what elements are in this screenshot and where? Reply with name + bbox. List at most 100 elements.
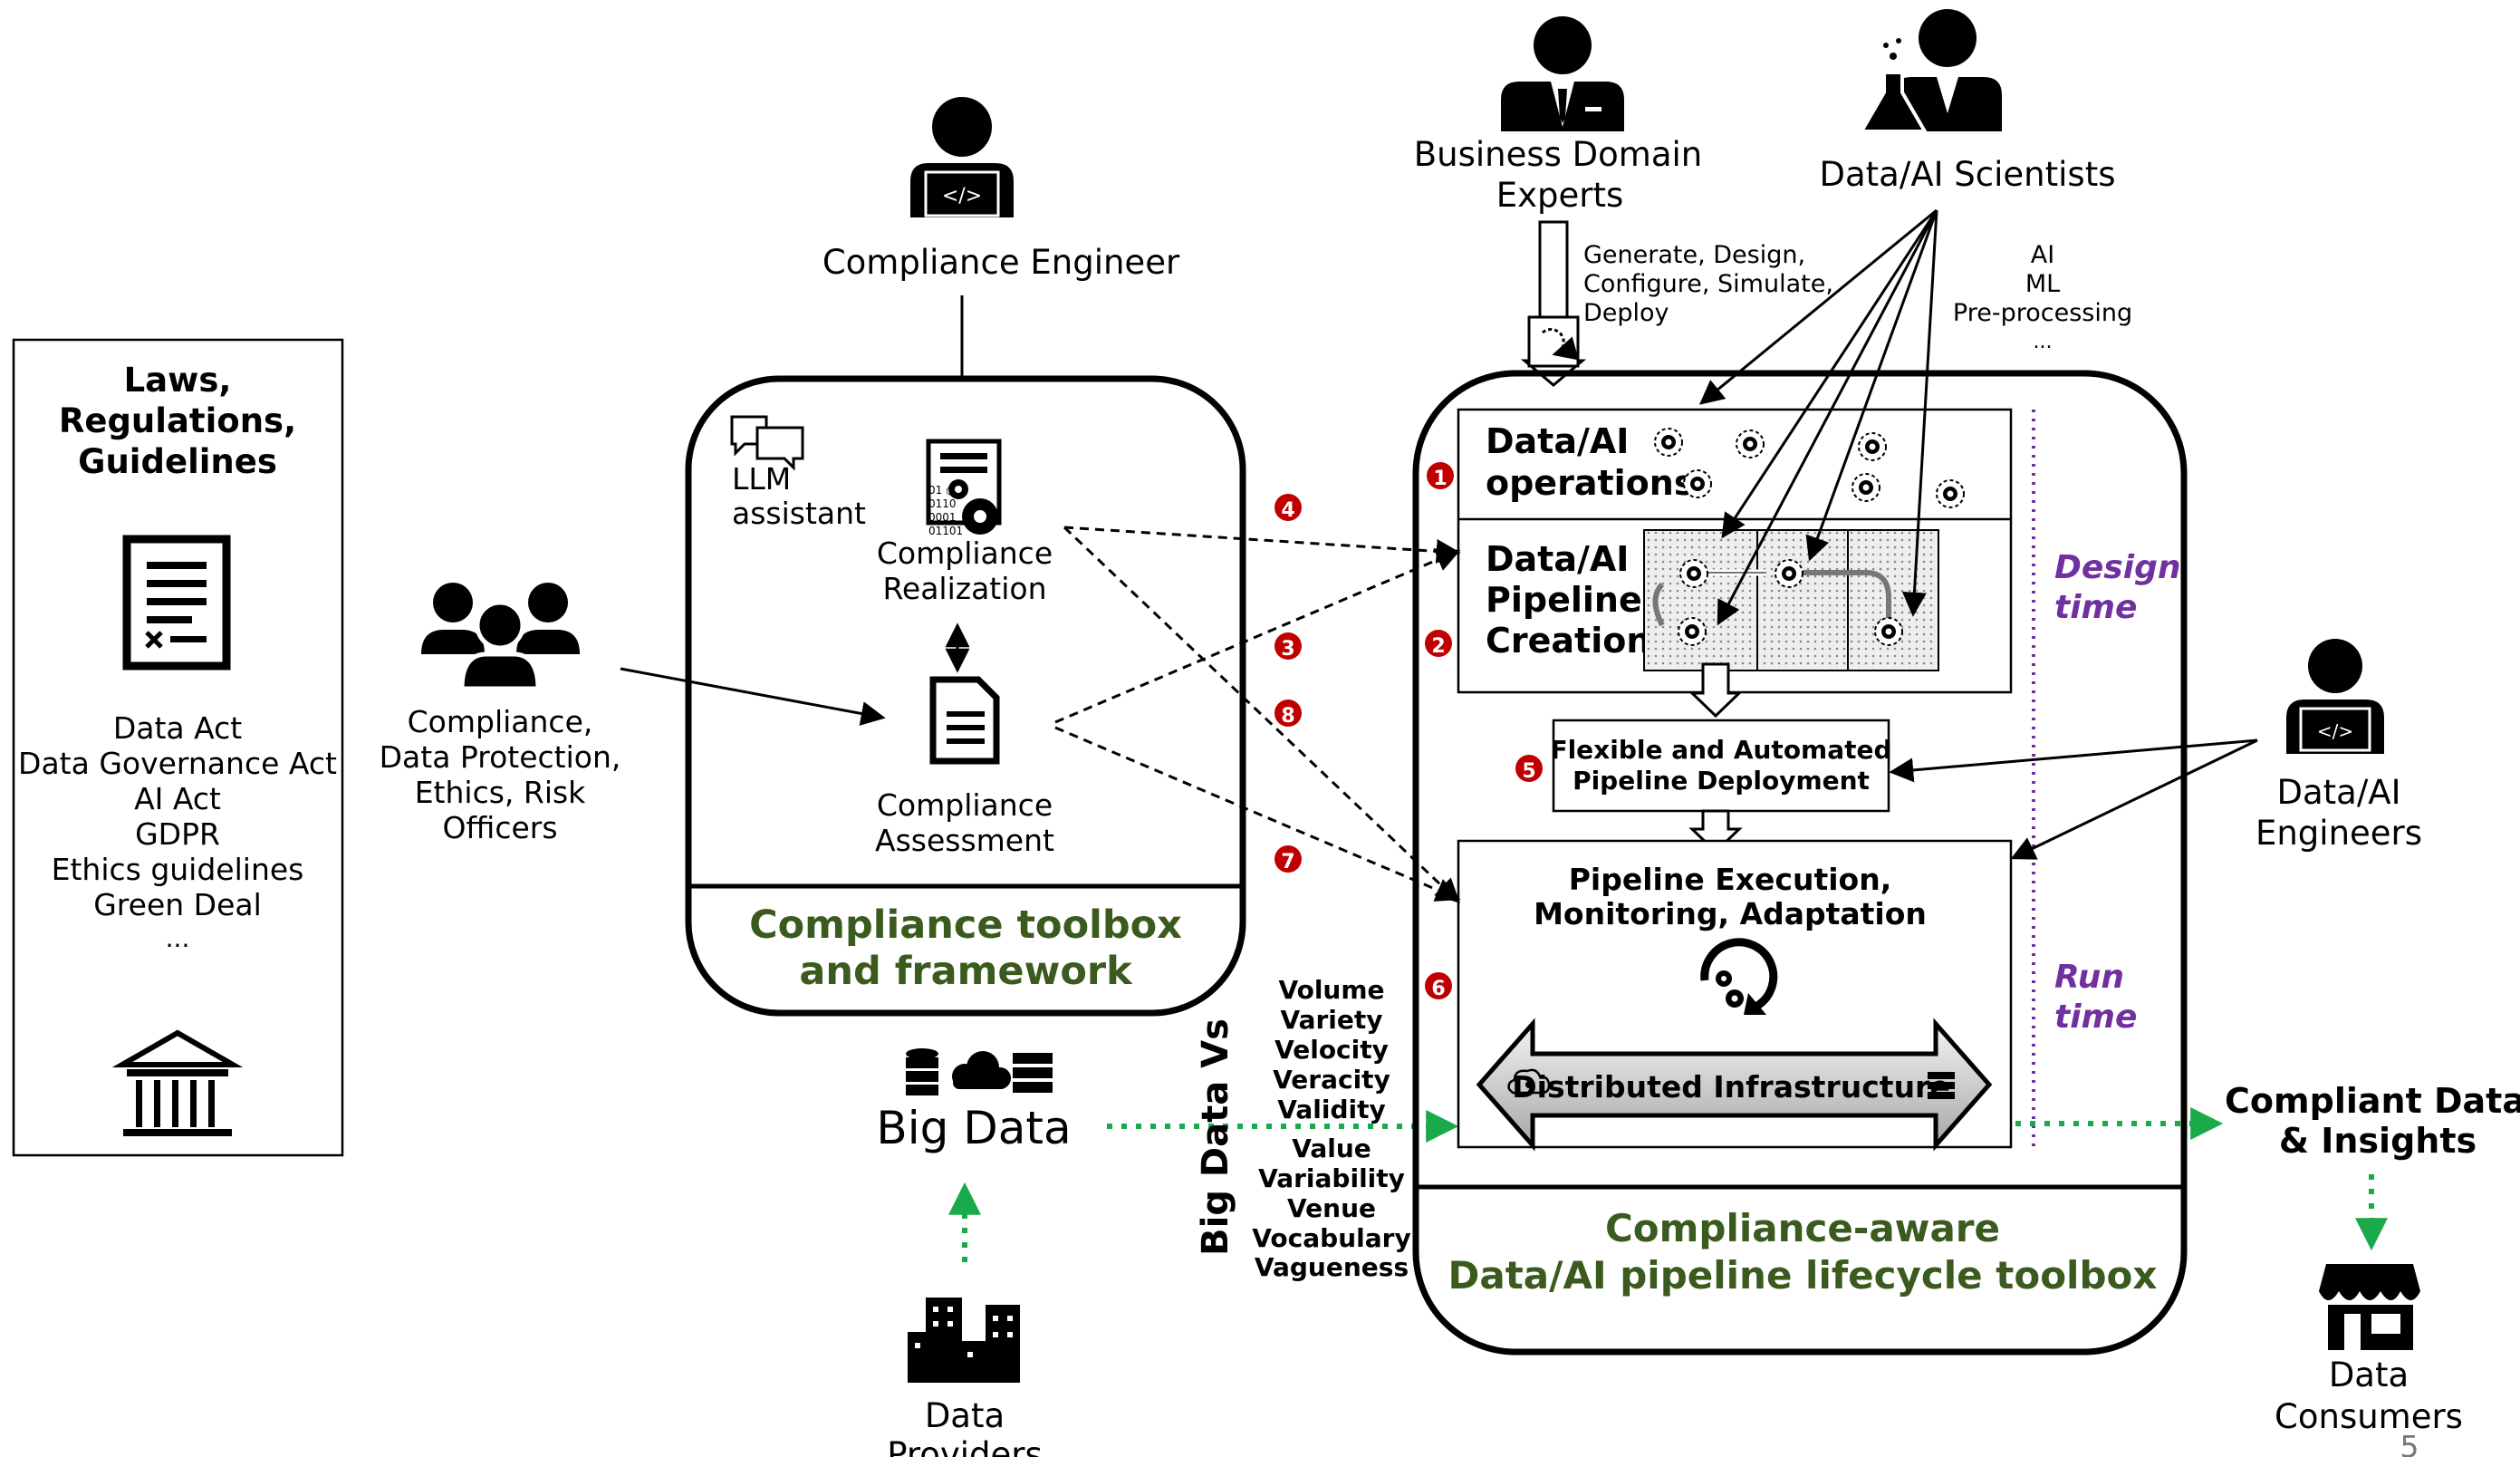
v-item: Validity xyxy=(1277,1095,1386,1124)
svg-text:AI: AI xyxy=(2031,241,2054,269)
laws-title-3: Guidelines xyxy=(78,442,277,481)
buildings-icon xyxy=(908,1298,1020,1383)
adaptation-cycle-icon xyxy=(1700,938,1778,1015)
law-item: ... xyxy=(166,923,190,953)
step-marker-5: 5 xyxy=(1515,755,1543,783)
svg-text:Pre-processing: Pre-processing xyxy=(1953,299,2132,327)
svg-text:...: ... xyxy=(2034,331,2053,353)
actions-note: Generate, Design, Configure, Simulate, D… xyxy=(1583,241,1833,327)
law-item: GDPR xyxy=(135,816,220,852)
svg-text:Generate, Design,: Generate, Design, xyxy=(1583,241,1805,269)
deploy-big-arrow xyxy=(1520,220,1587,387)
operations-label-1: Data/AI xyxy=(1486,421,1629,461)
svg-text:Deploy: Deploy xyxy=(1583,299,1669,327)
svg-text:</>: </> xyxy=(2317,720,2353,742)
design-time-label-1: Design xyxy=(2054,549,2180,586)
laws-box: Laws, Regulations, Guidelines Data Act D… xyxy=(12,338,344,1157)
compliance-assessment-icon xyxy=(929,676,1000,765)
step-marker-8: 8 xyxy=(1274,700,1302,728)
law-item: Data Governance Act xyxy=(18,746,337,781)
svg-text:Configure, Simulate,: Configure, Simulate, xyxy=(1583,270,1833,298)
law-item: AI Act xyxy=(134,781,221,816)
officers-label: Compliance, Data Protection, Ethics, Ris… xyxy=(380,704,621,845)
page-number: 5 xyxy=(2400,1429,2419,1457)
v-item: Venue xyxy=(1287,1193,1376,1223)
scientist-icon xyxy=(1858,9,2002,133)
svg-text:2: 2 xyxy=(1431,635,1445,658)
compliance-engineer-icon: </> xyxy=(910,97,1014,217)
ai-note: AI ML Pre-processing ... xyxy=(1953,241,2132,353)
svg-text:5: 5 xyxy=(1522,760,1535,783)
svg-text:Ethics, Risk: Ethics, Risk xyxy=(415,775,586,810)
laws-title-1: Laws, xyxy=(124,361,232,400)
pipeline-creation-label-2: Pipeline xyxy=(1486,580,1642,620)
data-providers-label-2: Providers xyxy=(887,1435,1043,1457)
output-label-1: Compliant Data xyxy=(2225,1081,2520,1121)
output-label-2: & Insights xyxy=(2279,1121,2477,1161)
engineers-label-1: Data/AI xyxy=(2276,773,2400,812)
v-item: Vocabulary xyxy=(1252,1223,1410,1253)
institution-icon xyxy=(111,1029,244,1136)
data-providers-label-1: Data xyxy=(925,1396,1005,1435)
cloud-icon xyxy=(952,1051,1011,1089)
document-icon xyxy=(122,535,231,671)
execution-label-2: Monitoring, Adaptation xyxy=(1534,896,1927,931)
lifecycle-toolbox: Data/AI operations Data/AI Pipeline Crea… xyxy=(1412,370,2188,1356)
compliance-engineer-label: Compliance Engineer xyxy=(822,243,1180,282)
svg-text:Data Protection,: Data Protection, xyxy=(380,739,621,775)
database-icon xyxy=(906,1048,938,1095)
laws-list: Data Act Data Governance Act AI Act GDPR… xyxy=(18,710,337,953)
execution-label-1: Pipeline Execution, xyxy=(1569,862,1892,897)
consumers-label-1: Data xyxy=(2329,1356,2409,1394)
design-time-label-2: time xyxy=(2054,589,2137,626)
deployment-label-1: Flexible and Automated xyxy=(1550,735,1891,765)
compliance-toolbox: LLM assistant 01 ○ 0110 0001 01101 Compl… xyxy=(685,375,1246,1017)
compliance-dashed-arrows xyxy=(1054,526,1461,903)
svg-text:4: 4 xyxy=(1281,499,1294,522)
business-experts-label-2: Experts xyxy=(1496,176,1624,215)
svg-text:0110: 0110 xyxy=(928,497,957,510)
v-item: Velocity xyxy=(1274,1035,1389,1065)
v-item: Variety xyxy=(1280,1005,1382,1035)
svg-text:8: 8 xyxy=(1281,705,1294,728)
down-arrow-1 xyxy=(1688,662,1743,719)
big-data-label: Big Data xyxy=(876,1102,1071,1154)
engineer-icon: </> xyxy=(2286,639,2384,754)
lifecycle-title-2: Data/AI pipeline lifecycle toolbox xyxy=(1448,1253,2158,1298)
svg-text:Compliance,: Compliance, xyxy=(408,704,593,739)
pipeline-creation-label-1: Data/AI xyxy=(1486,539,1629,579)
llm-label-2: assistant xyxy=(732,496,866,531)
run-time-label-1: Run xyxy=(2054,959,2124,996)
big-data-vs-list: Volume Variety Velocity Veracity Validit… xyxy=(1252,975,1410,1282)
svg-text:1: 1 xyxy=(1433,468,1447,490)
realization-label-2: Realization xyxy=(882,571,1046,606)
llm-label-1: LLM xyxy=(732,461,791,497)
compliance-toolbox-title-2: and framework xyxy=(799,949,1133,994)
business-expert-icon xyxy=(1501,16,1624,131)
shop-icon xyxy=(2319,1264,2420,1350)
scientists-label: Data/AI Scientists xyxy=(1820,155,2116,194)
step-marker-2: 2 xyxy=(1425,630,1452,658)
big-data-vs-title: Big Data Vs xyxy=(1195,1018,1236,1256)
step-marker-7: 7 xyxy=(1274,845,1302,873)
step-marker-6: 6 xyxy=(1425,972,1452,1000)
big-data-icons xyxy=(906,1048,1053,1095)
consumers-label-2: Consumers xyxy=(2275,1397,2463,1436)
v-item: Volume xyxy=(1278,975,1384,1005)
pipeline-creation-label-3: Creation xyxy=(1486,621,1650,661)
svg-text:01 ○: 01 ○ xyxy=(928,484,956,497)
svg-text:7: 7 xyxy=(1281,851,1294,873)
server-rack-icon xyxy=(1928,1072,1955,1099)
distributed-infrastructure-arrow: Distributed Infrastructure xyxy=(1476,1018,1993,1152)
v-item: Veracity xyxy=(1273,1065,1390,1095)
compliance-realization-icon: 01 ○ 0110 0001 01101 xyxy=(926,439,1002,537)
svg-text:01101: 01101 xyxy=(928,525,963,537)
step-marker-1: 1 xyxy=(1427,462,1454,490)
svg-text:ML: ML xyxy=(2025,270,2060,298)
svg-text:Officers: Officers xyxy=(442,810,557,845)
business-experts-label-1: Business Domain xyxy=(1414,135,1703,174)
svg-text:3: 3 xyxy=(1281,638,1294,661)
deployment-label-2: Pipeline Deployment xyxy=(1573,766,1870,796)
svg-text:</>: </> xyxy=(942,185,982,207)
